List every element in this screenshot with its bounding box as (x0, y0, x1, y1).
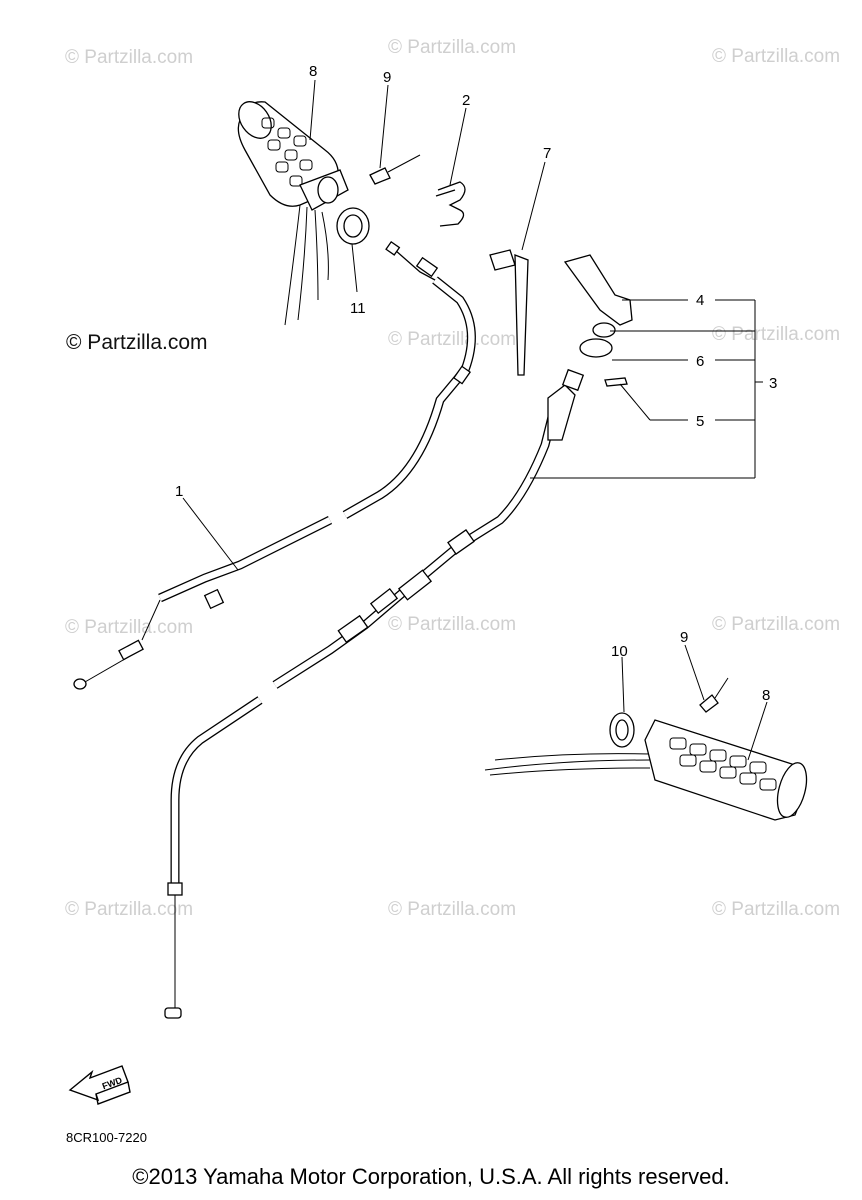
callout-8b: 8 (762, 687, 770, 704)
watermark: © Partzilla.com (712, 614, 840, 635)
clip-2 (435, 181, 466, 227)
watermark: © Partzilla.com (388, 899, 516, 920)
watermark-primary: © Partzilla.com (66, 331, 208, 354)
callout-8: 8 (309, 63, 317, 80)
watermark: © Partzilla.com (388, 329, 516, 350)
watermark-layer: © Partzilla.com © Partzilla.com © Partzi… (65, 37, 840, 920)
right-grip (484, 677, 808, 821)
cable-end-parts (563, 254, 633, 387)
leader-lines (182, 79, 768, 761)
watermark: © Partzilla.com (712, 46, 840, 67)
callout-5: 5 (696, 413, 704, 430)
throttle-cable-1 (73, 240, 476, 690)
watermark: © Partzilla.com (388, 37, 516, 58)
callout-9: 9 (383, 69, 391, 86)
watermark: © Partzilla.com (388, 614, 516, 635)
watermark: © Partzilla.com (712, 899, 840, 920)
callout-4: 4 (696, 292, 704, 309)
callout-6: 6 (696, 353, 704, 370)
fwd-arrow: FWD (68, 1065, 131, 1105)
watermark: © Partzilla.com (65, 47, 193, 68)
callout-11: 11 (350, 300, 366, 317)
part-code: 8CR100-7220 (66, 1130, 147, 1145)
watermark: © Partzilla.com (65, 617, 193, 638)
callout-10: 10 (611, 643, 628, 660)
callout-1: 1 (175, 483, 183, 500)
throttle-cable-assy-3 (164, 368, 585, 1019)
callout-labels: 8 9 2 7 11 4 6 3 5 1 10 9 8 (175, 63, 777, 704)
callout-2: 2 (462, 92, 470, 109)
callout-3: 3 (769, 375, 777, 392)
watermark: © Partzilla.com (712, 324, 840, 345)
cable-tie-7 (489, 249, 529, 376)
left-grip (237, 101, 421, 326)
watermark: © Partzilla.com (65, 899, 193, 920)
copyright-notice: ©2013 Yamaha Motor Corporation, U.S.A. A… (132, 1164, 730, 1189)
callout-7: 7 (543, 145, 551, 162)
callout-9b: 9 (680, 629, 688, 646)
